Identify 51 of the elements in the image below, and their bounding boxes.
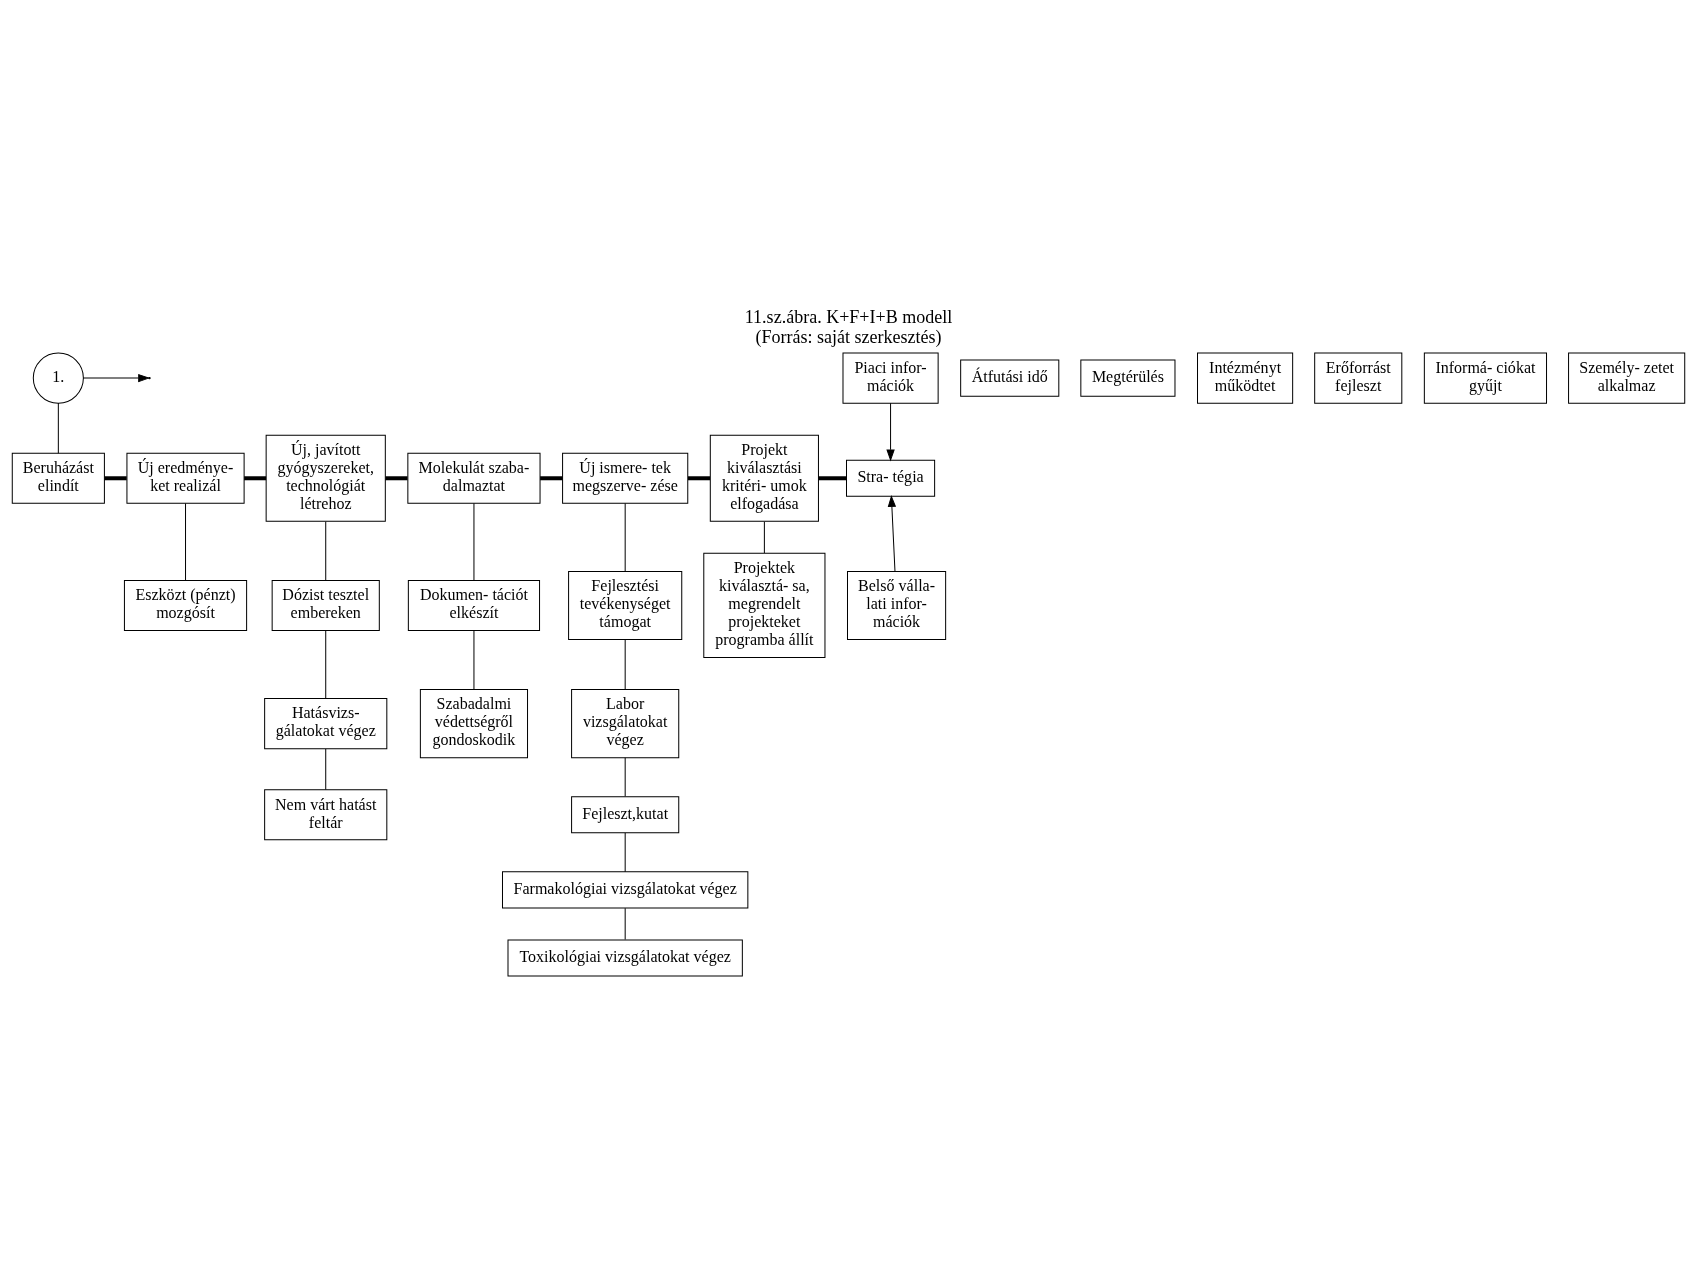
connector (687, 476, 711, 481)
connector (244, 476, 267, 481)
connector (540, 476, 563, 481)
connector (185, 502, 186, 581)
node-box: Átfutási idő (960, 359, 1060, 397)
node-box: Belső válla- lati infor- mációk (847, 570, 947, 640)
node-box: Eszközt (pénzt) mozgósít (123, 579, 248, 631)
node-box: Projektek kiválasztá- sa, megrendelt projekteket programba állít (703, 552, 826, 659)
node-box: Dózist tesztel embereken (271, 579, 380, 631)
node-circle: 1. (32, 352, 84, 404)
node-box: Beruházást elindít (11, 452, 105, 504)
node-box: Toxikológiai vizsgálatokat végez (507, 939, 743, 977)
caption: (Forrás: saját szerkesztés) (755, 327, 942, 348)
node-box: Labor vizsgálatokat végez (571, 689, 680, 759)
connector (624, 502, 626, 572)
node-box: Fejleszt,kutat (571, 796, 680, 834)
connector (624, 757, 626, 797)
arrow (886, 402, 895, 461)
node-box: Új ismere- tek megszerve- zése (562, 452, 689, 504)
connector (57, 402, 59, 454)
connector (325, 748, 327, 790)
node-box: Stra- tégia (846, 459, 936, 497)
connector (624, 907, 626, 940)
node-box: Intézményt működtet (1197, 352, 1294, 404)
connector (473, 502, 475, 581)
node-box: Személy- zetet alkalmaz (1568, 352, 1686, 404)
connector (104, 476, 127, 481)
connector (624, 639, 626, 690)
connector (624, 832, 626, 873)
node-box: Molekulát szaba- dalmaztat (407, 452, 541, 504)
connector (325, 521, 327, 581)
node-box: Nem várt hatást feltár (264, 789, 388, 841)
node-box: Piaci infor- mációk (842, 352, 939, 404)
connector (325, 630, 327, 700)
node-box: Fejlesztési tevékenységet támogat (568, 570, 683, 640)
node-box: Új, javított gyógyszereket, technológiát létrehoz (265, 434, 386, 522)
diagram-title: 11.sz.ábra. K+F+I+B modell (744, 307, 953, 328)
connector (473, 630, 475, 690)
node-box: Hatásvizs- gálatokat végez (264, 698, 388, 750)
node-box: Erőforrást fejleszt (1314, 352, 1403, 404)
node-box: Projekt kiválasztási kritéri- umok elfogadása (709, 434, 819, 522)
node-box: Szabadalmi védettségről gondoskodik (419, 689, 529, 759)
connector (763, 521, 765, 554)
connector (818, 476, 847, 481)
node-box: Megtérülés (1080, 359, 1176, 397)
arrow (887, 495, 896, 572)
node-box: Informá- ciókat gyűjt (1423, 352, 1548, 404)
node-box: Dokumen- tációt elkészít (407, 579, 541, 631)
connector (385, 476, 408, 481)
node-box: Új eredménye- ket realizál (126, 452, 245, 504)
node-box: Farmakológiai vizsgálatokat végez (502, 871, 749, 909)
